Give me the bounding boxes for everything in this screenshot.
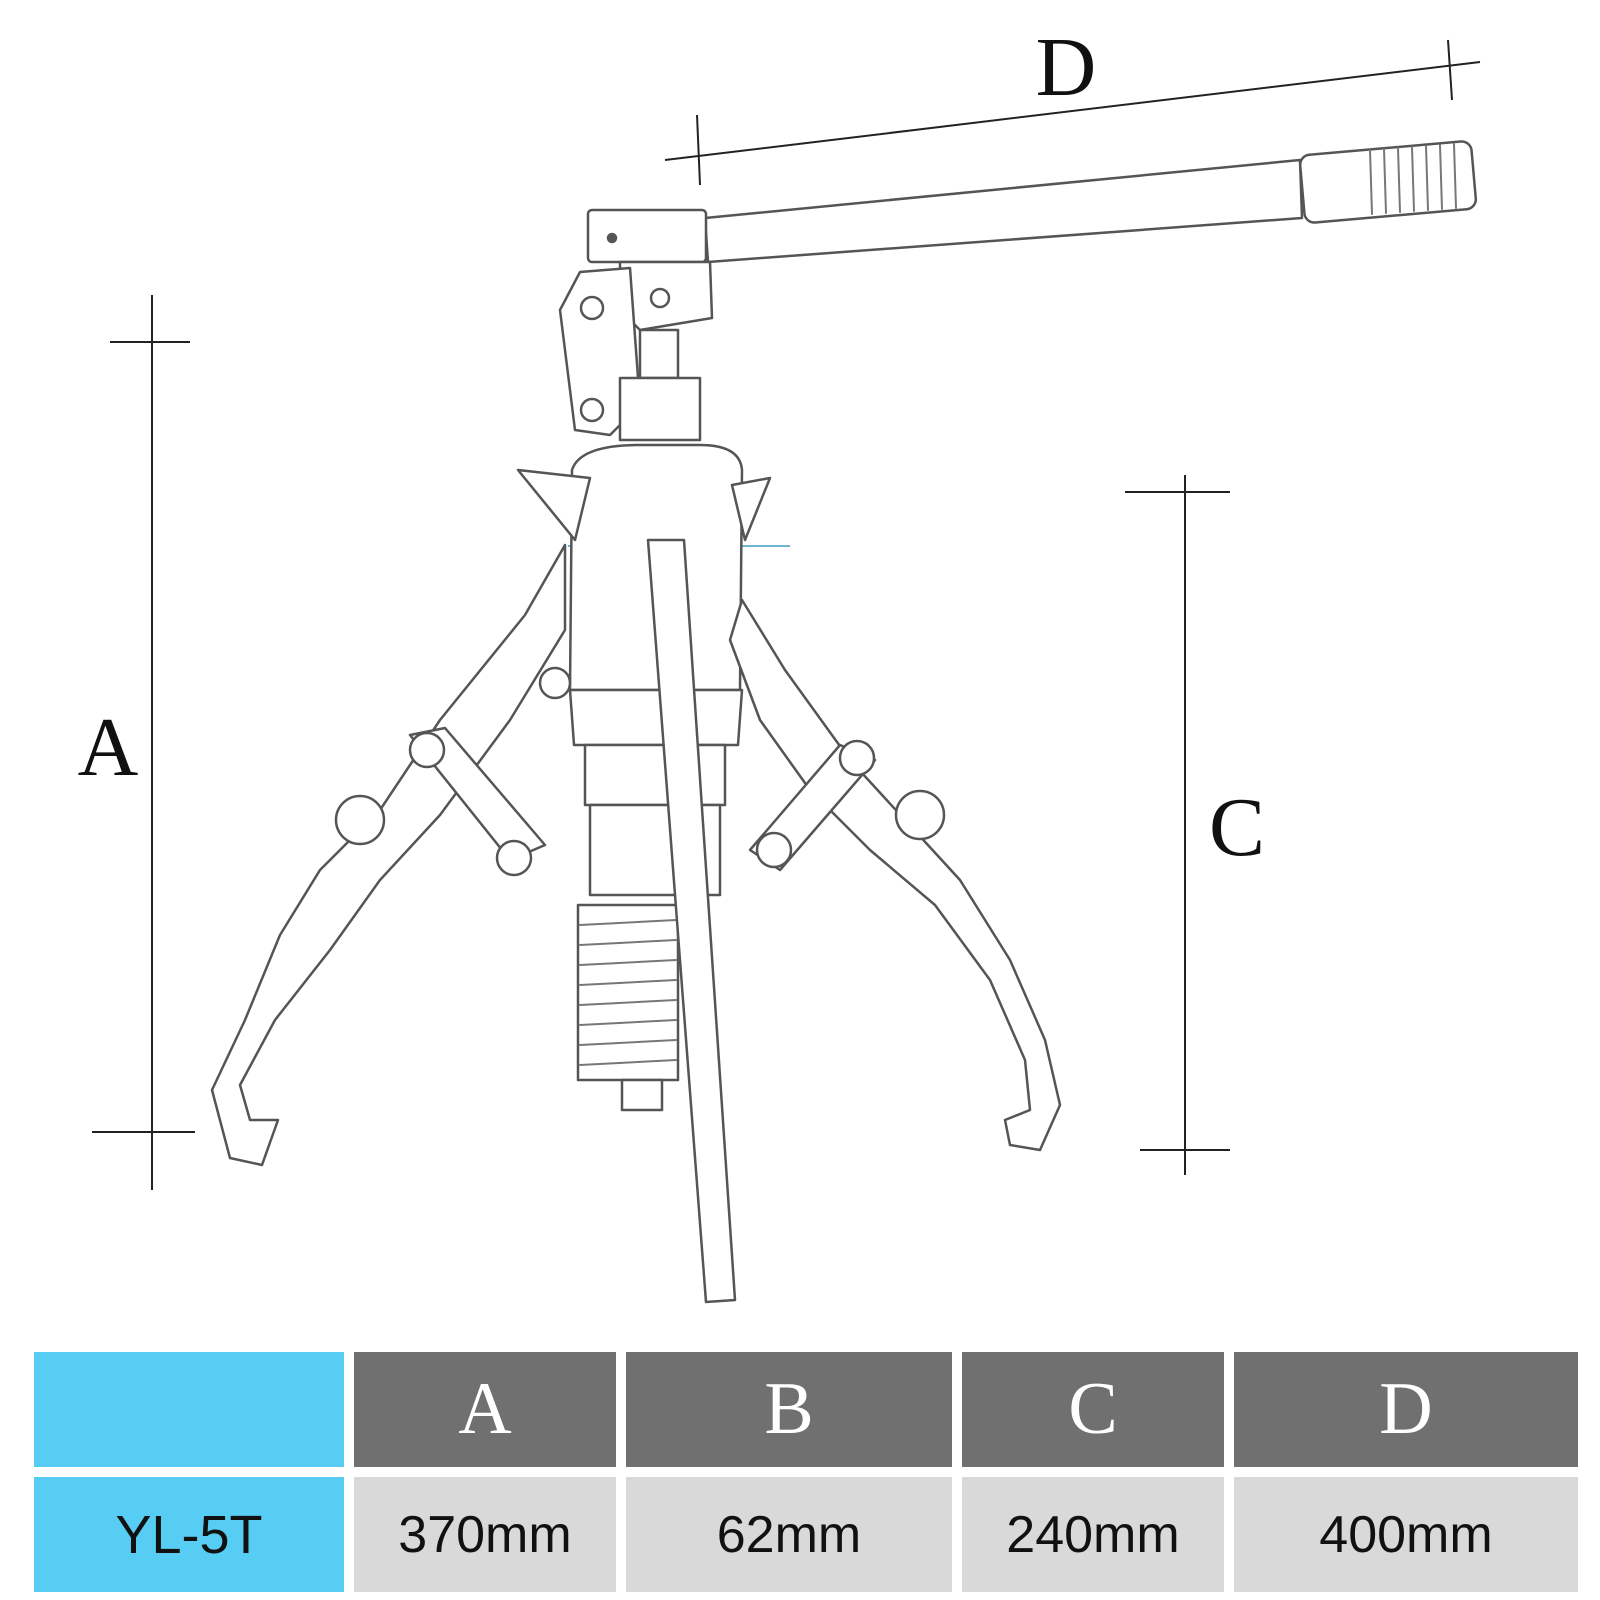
table-model-cell: YL-5T: [34, 1477, 344, 1592]
spec-table: A B C D YL-5T 370mm 62mm 240mm 400mm: [34, 1352, 1578, 1592]
table-header-b: B: [626, 1352, 952, 1467]
hydraulic-puller-illustration: [210, 140, 1478, 1304]
table-corner-cell: [34, 1352, 344, 1467]
dimension-label-d: D: [1036, 21, 1097, 114]
table-value-d: 400mm: [1234, 1477, 1578, 1592]
dimension-a: [92, 295, 195, 1190]
table-header-d: D: [1234, 1352, 1578, 1467]
dimension-label-c: C: [1209, 781, 1265, 874]
puller-diagram: A C D B: [78, 21, 1481, 1304]
table-header-c: C: [962, 1352, 1224, 1467]
table-value-b: 62mm: [626, 1477, 952, 1592]
dimension-c: [1125, 475, 1230, 1175]
table-value-c: 240mm: [962, 1477, 1224, 1592]
dimension-label-a: A: [78, 701, 139, 794]
dimension-d: [664, 39, 1481, 186]
table-value-a: 370mm: [354, 1477, 616, 1592]
table-header-a: A: [354, 1352, 616, 1467]
